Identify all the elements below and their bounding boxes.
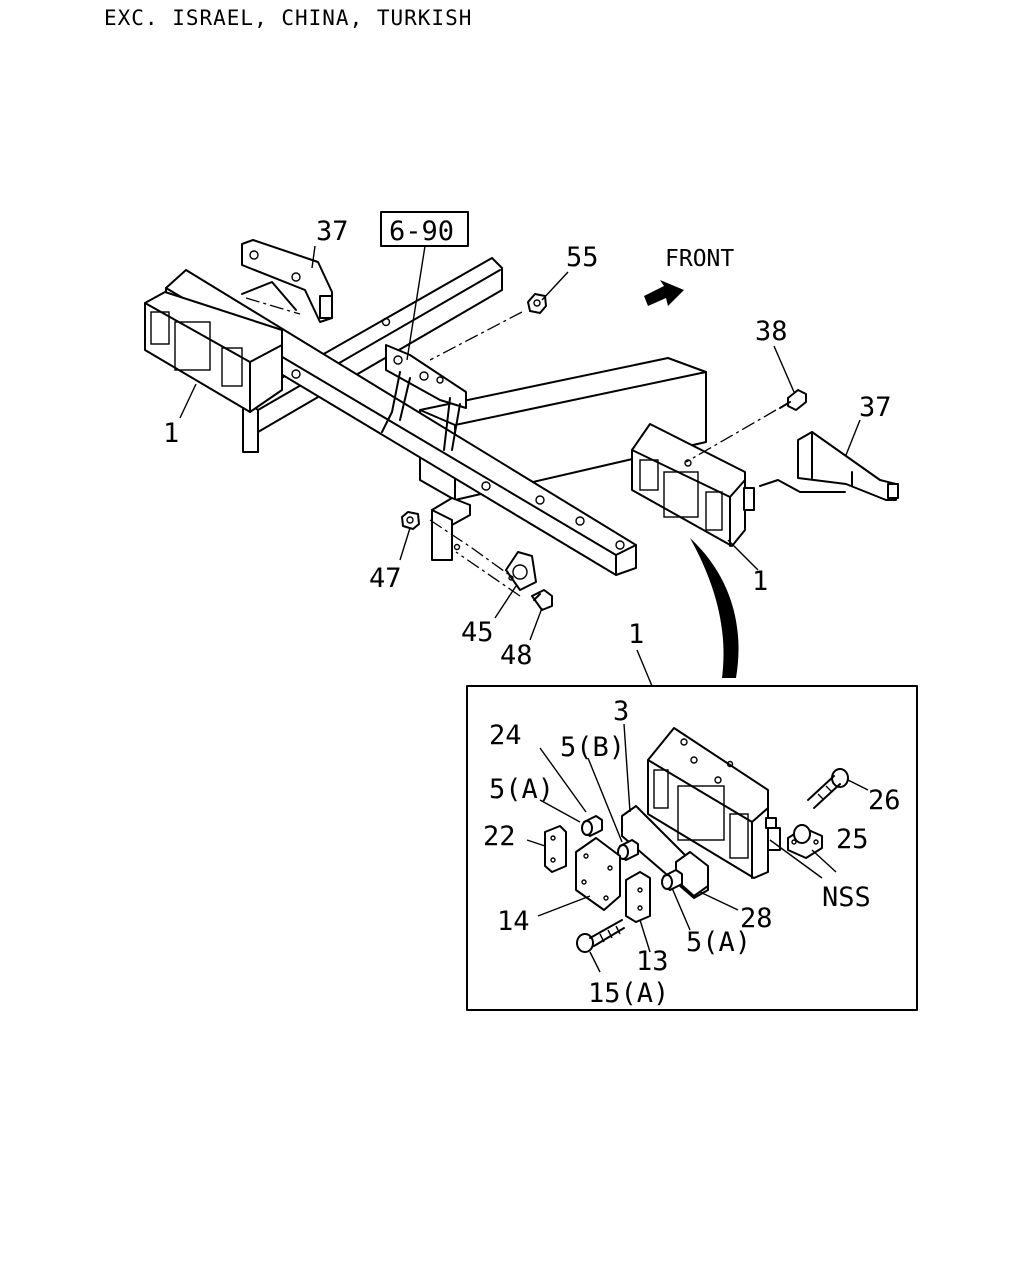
front-arrow — [644, 280, 684, 306]
nss-housing — [647, 727, 781, 879]
part-37-left — [241, 239, 333, 323]
pin-5a-lower — [661, 869, 683, 891]
callout-nss: NSS — [822, 882, 871, 913]
callout-24: 24 — [489, 720, 522, 751]
callout-25: 25 — [836, 824, 869, 855]
callout-48: 48 — [500, 640, 533, 671]
center-bracket — [381, 344, 467, 451]
frame-assembly — [144, 257, 755, 576]
callout-38: 38 — [755, 316, 788, 347]
callout-55: 55 — [566, 242, 599, 273]
callout-45: 45 — [461, 617, 494, 648]
fastener-25 — [787, 824, 823, 859]
callout-37-right: 37 — [859, 392, 892, 423]
callout-1-detail: 1 — [628, 619, 644, 650]
part-37-right — [759, 431, 899, 501]
callout-14: 14 — [497, 906, 530, 937]
right-end-plate — [631, 423, 755, 547]
callout-15a: 15(A) — [588, 978, 669, 1009]
callout-37-left: 37 — [316, 216, 349, 247]
callout-3: 3 — [613, 696, 629, 727]
callout-1-right: 1 — [752, 566, 768, 597]
callout-28: 28 — [740, 903, 773, 934]
callout-5a-lower: 5(A) — [686, 927, 751, 958]
reference-label: 6-90 — [389, 216, 454, 247]
reference-box: 6-90 — [380, 211, 469, 361]
pin-5a-upper — [581, 815, 603, 837]
fastener-47 — [401, 511, 420, 530]
plate-14 — [575, 837, 621, 911]
detail-box: 1 — [466, 619, 918, 1011]
callout-47: 47 — [369, 563, 402, 594]
callout-22: 22 — [483, 821, 516, 852]
callout-13: 13 — [636, 946, 669, 977]
callout-5a-upper: 5(A) — [489, 774, 554, 805]
diagram-title: EXC. ISRAEL, CHINA, TURKISH — [104, 6, 472, 30]
callout-26: 26 — [868, 785, 901, 816]
screw-26 — [807, 768, 849, 809]
fastener-48 — [531, 589, 553, 611]
detail-leader-lines — [526, 723, 869, 973]
callout-1-left: 1 — [163, 418, 179, 449]
left-end-plate — [144, 291, 283, 413]
plate-13 — [625, 871, 651, 923]
leader-lines — [179, 245, 861, 641]
fastener-45 — [505, 551, 537, 591]
lower-mount-bracket — [431, 497, 471, 561]
detail-pointer-arrow — [690, 538, 739, 678]
fastener-55 — [527, 293, 547, 314]
fastener-38 — [779, 389, 807, 411]
plate-22 — [544, 825, 567, 873]
screw-15a — [576, 919, 625, 953]
front-label: FRONT — [665, 246, 734, 272]
callout-5b: 5(B) — [560, 732, 625, 763]
alignment-lines — [245, 297, 777, 597]
